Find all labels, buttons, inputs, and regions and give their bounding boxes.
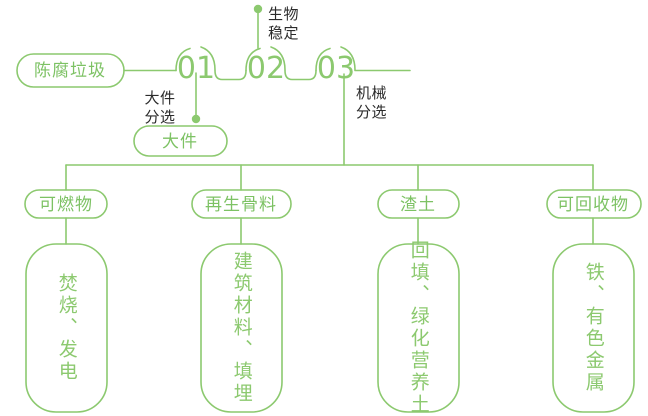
stage1-arc-right [200, 46, 216, 71]
source-pill-shape [16, 53, 125, 88]
stage3-arc-left [315, 47, 331, 72]
stage2-arc-left [245, 47, 261, 72]
detail-box-4-shape [552, 243, 635, 413]
category-pill-1-shape [24, 189, 108, 219]
category-pill-4-shape [546, 189, 642, 219]
bulky-output-pill-shape [133, 125, 228, 157]
detail-box-2-shape [200, 243, 283, 413]
detail-box-3-shape [377, 243, 460, 413]
stage1-arc-left [175, 47, 191, 72]
category-pill-2-shape [191, 189, 292, 219]
biostable-branch-dot [253, 4, 263, 14]
stage2-arc-right [270, 46, 286, 71]
connector-stage1-to-stage2 [214, 69, 247, 81]
bulky-branch-dot [191, 114, 201, 124]
stage3-arc-right [340, 46, 356, 71]
detail-box-1-shape [25, 243, 108, 413]
category-pill-3-shape [377, 189, 460, 219]
connector-stage2-to-stage3 [284, 69, 317, 81]
